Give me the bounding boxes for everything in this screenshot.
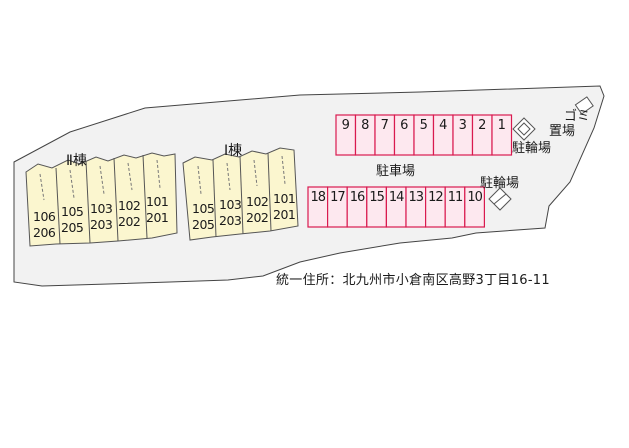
bike-parking-upper-label: 駐輪場 [512, 141, 552, 156]
parking-stall-number: 2 [478, 118, 487, 133]
building-2-unit-divider [85, 160, 91, 244]
parking-stall-number: 5 [419, 118, 428, 133]
bike-parking-lower-inner-icon [493, 193, 507, 205]
parking-stall-number: 10 [467, 190, 483, 205]
bike-parking-lower-label: 駐輪場 [480, 176, 520, 191]
building-2-stair-line [39, 173, 45, 201]
building-2-unit-divider [113, 157, 119, 242]
garbage-box-icon [574, 96, 594, 115]
parking-stall [464, 186, 485, 228]
building-2-stair-line [127, 162, 133, 191]
bike-parking-upper-marker [512, 117, 536, 141]
unit-number: 203 [219, 213, 242, 228]
unit-number: 105 [192, 201, 215, 216]
parking-area-label: 駐車場 [376, 164, 416, 179]
parking-stall-number: 17 [330, 190, 346, 205]
unit-number: 105 [61, 204, 84, 219]
parking-stall-number: 15 [369, 190, 385, 205]
building-1-name: Ⅰ棟 [224, 143, 243, 159]
unit-number: 201 [273, 207, 296, 222]
parking-row-bottom [307, 186, 485, 228]
bike-parking-upper-inner-icon [517, 122, 531, 136]
building-1-unit-divider [267, 152, 272, 232]
unit-number: 103 [219, 197, 242, 212]
building-1-block [182, 147, 299, 241]
building-1-stair-line [226, 162, 231, 191]
unit-number: 205 [61, 220, 84, 235]
building-1-outline [182, 147, 299, 241]
parking-stall-number: 4 [439, 118, 448, 133]
parking-stall-number: 13 [408, 190, 425, 205]
parking-stall-number: 12 [428, 190, 444, 205]
parking-stall [491, 114, 513, 156]
building-2-unit-divider [142, 154, 148, 239]
address-text: 統一住所：北九州市小倉南区高野3丁目16-11 [276, 273, 550, 288]
parking-stall-number: 11 [447, 190, 464, 205]
building-1-unit-divider [239, 155, 244, 235]
parking-stall-number: 14 [388, 190, 405, 205]
parking-stall-number: 3 [458, 118, 467, 133]
building-2-unit-divider [55, 167, 61, 245]
parking-stall-number: 8 [361, 118, 370, 133]
parking-stall-number: 18 [310, 190, 327, 205]
unit-number: 201 [146, 210, 169, 225]
parking-stall-number: 7 [380, 118, 389, 133]
unit-number: 101 [273, 191, 296, 206]
parking-stall-number: 9 [341, 118, 350, 133]
unit-number: 101 [146, 194, 169, 209]
unit-number: 206 [33, 225, 56, 240]
parking-stall-number: 6 [400, 118, 409, 133]
parking-stall-number: 16 [349, 190, 366, 205]
parking-row-top [335, 114, 513, 156]
unit-number: 202 [118, 214, 141, 229]
unit-number: 102 [118, 198, 141, 213]
garbage-area-marker [574, 96, 594, 115]
unit-number: 202 [246, 210, 269, 225]
garbage-area-label: ゴミ [564, 109, 591, 124]
building-2-name: Ⅱ棟 [66, 153, 87, 169]
building-1-unit-divider [212, 159, 217, 238]
unit-number: 106 [33, 209, 56, 224]
parking-stall-number: 1 [497, 118, 506, 133]
bike-parking-upper-icon [512, 117, 536, 141]
unit-number: 103 [90, 201, 113, 216]
unit-number: 205 [192, 217, 215, 232]
building-2-block [25, 152, 178, 247]
building-1-stair-line [253, 159, 258, 187]
unit-number: 203 [90, 217, 113, 232]
unit-number: 102 [246, 194, 269, 209]
garbage-area-label-2: 置場 [549, 124, 576, 139]
bike-parking-lower-marker [488, 187, 512, 211]
